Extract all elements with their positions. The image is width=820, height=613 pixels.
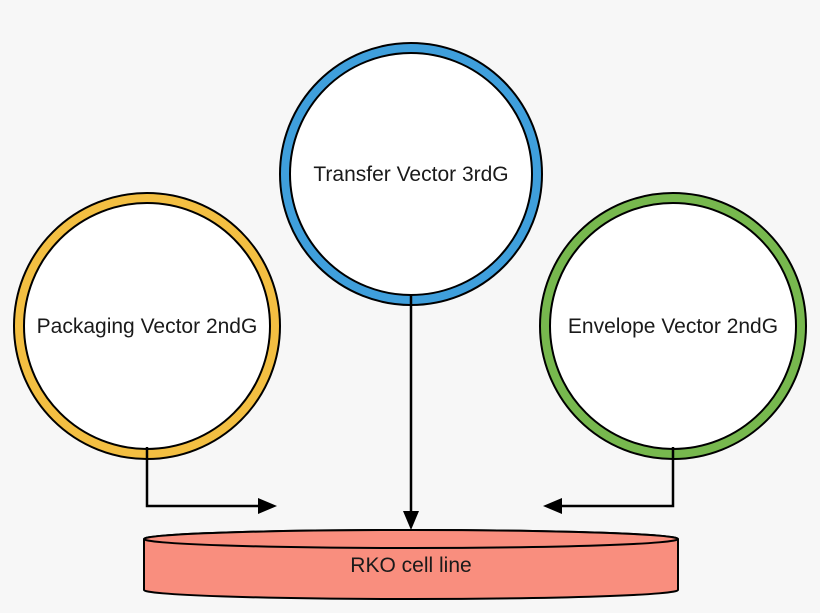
rko-cylinder-top bbox=[143, 529, 679, 549]
arrow-envelope-head bbox=[543, 498, 562, 514]
arrow-transfer-head bbox=[403, 511, 419, 530]
arrow-envelope-line bbox=[562, 447, 675, 508]
node-packaging-vector: Packaging Vector 2ndG bbox=[13, 192, 281, 460]
node-rko-cell-line: RKO cell line bbox=[143, 529, 679, 600]
node-transfer-vector: Transfer Vector 3rdG bbox=[279, 42, 543, 306]
node-envelope-vector: Envelope Vector 2ndG bbox=[539, 192, 807, 460]
arrow-packaging-head bbox=[258, 498, 277, 514]
packaging-label: Packaging Vector 2ndG bbox=[37, 315, 258, 338]
rko-label: RKO cell line bbox=[350, 554, 471, 577]
arrow-packaging-to-rko bbox=[145, 447, 277, 514]
arrow-envelope-to-rko bbox=[543, 447, 675, 514]
transfer-label: Transfer Vector 3rdG bbox=[313, 163, 508, 186]
arrow-packaging-line bbox=[145, 447, 258, 508]
envelope-label: Envelope Vector 2ndG bbox=[568, 315, 778, 338]
arrow-transfer-to-rko bbox=[403, 294, 419, 530]
